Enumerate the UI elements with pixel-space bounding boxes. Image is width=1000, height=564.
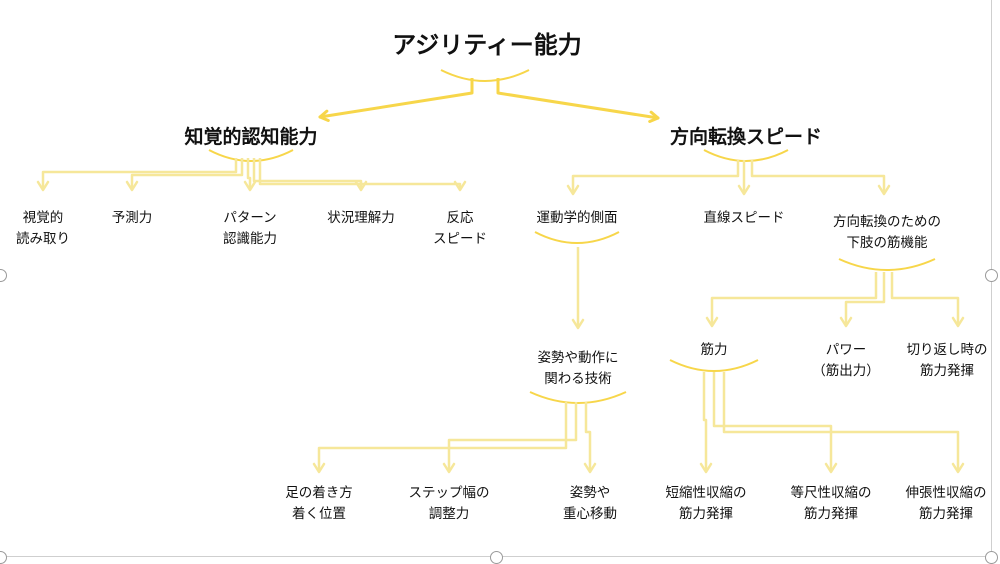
connector-strength-isometric-head <box>824 462 838 474</box>
connector-cognitive-2-head <box>243 180 257 192</box>
node-eccentric: 伸張性収縮の 筋力発揮 <box>905 485 987 522</box>
resize-handle-bottom-right[interactable] <box>985 551 998 564</box>
root-arc <box>440 69 530 82</box>
connector-strength-concentric-head <box>699 462 713 474</box>
node-visual-reading: 視覚的 読み取り <box>16 210 70 247</box>
node-power: パワー （筋出力） <box>812 342 880 379</box>
arrow-root-cognitive-head <box>318 109 330 122</box>
connector-cognitive-3 <box>252 158 363 190</box>
connector-cognitive-0 <box>41 158 238 190</box>
kinematic-arc <box>534 231 620 244</box>
connector-strength-eccentric-head <box>951 462 965 474</box>
node-technique: 姿勢や動作に 関わる技術 <box>537 350 619 387</box>
technique-arc <box>529 391 627 404</box>
connector-strength-eccentric <box>722 372 960 472</box>
arrow-root-direction <box>496 91 660 120</box>
connector-cognitive-2 <box>246 158 252 190</box>
node-situation-understanding: 状況理解力 <box>327 210 395 226</box>
connector-technique-foot <box>317 402 568 472</box>
connector-cognitive-4-head <box>453 180 467 192</box>
node-kinematic: 運動学的側面 <box>536 210 618 226</box>
connector-lowerlimb-strength-head <box>705 316 719 328</box>
connector-technique-step <box>447 402 578 472</box>
connector-strength-isometric <box>712 372 833 472</box>
connector-technique-step-head <box>442 462 456 474</box>
node-concentric: 短縮性収縮の 筋力発揮 <box>665 485 747 522</box>
connector-direction-lowerlimb <box>750 160 886 194</box>
connector-lowerlimb-power <box>844 272 886 326</box>
lowerlimb-arc <box>838 258 936 271</box>
connector-cognitive-1-head <box>125 180 139 192</box>
connector-direction-straight-head <box>737 184 751 196</box>
node-strength: 筋力 <box>700 342 728 358</box>
resize-handle-right[interactable] <box>985 269 998 282</box>
node-cognitive: 知覚的認知能力 <box>184 126 318 148</box>
connector-lowerlimb-strength <box>710 272 878 326</box>
node-step-width: ステップ幅の 調整力 <box>408 485 490 522</box>
connector-direction-kinematic-head <box>566 184 580 196</box>
connector-technique-foot-head <box>312 462 326 474</box>
connector-technique-posture <box>584 402 592 472</box>
node-reaction-speed: 反応 スピード <box>433 210 487 247</box>
node-pattern-recognition: パターン 認識能力 <box>223 210 277 247</box>
connector-direction-kinematic <box>571 160 740 194</box>
resize-handle-bottom[interactable] <box>490 551 503 564</box>
node-isometric: 等尺性収縮の 筋力発揮 <box>790 485 872 522</box>
connector-cognitive-0-head <box>36 180 50 192</box>
node-cutback: 切り返し時の 筋力発揮 <box>906 342 988 379</box>
arrow-root-cognitive <box>318 91 474 119</box>
connector-cognitive-1 <box>130 158 244 190</box>
connector-lowerlimb-cutback <box>890 272 960 326</box>
connector-strength-concentric <box>702 372 708 472</box>
direction-arc <box>703 149 789 162</box>
connector-technique-posture-head <box>583 462 597 474</box>
connector-direction-lowerlimb-head <box>877 184 891 196</box>
connector-lowerlimb-power-head <box>839 316 853 328</box>
arrow-root-direction-head <box>648 110 660 123</box>
connector-cognitive-4 <box>258 158 462 190</box>
node-direction-change: 方向転換スピード <box>669 126 823 148</box>
cognitive-arc <box>208 149 294 162</box>
node-foot-placement: 足の着き方 着く位置 <box>285 485 353 522</box>
strength-arc <box>669 359 759 372</box>
node-straight-speed: 直線スピード <box>703 210 785 226</box>
node-lower-limb: 方向転換のための 下肢の筋機能 <box>833 214 941 251</box>
connector-lowerlimb-cutback-head <box>951 316 965 328</box>
root-node: アジリティー能力 <box>392 31 582 59</box>
connector-kinematic-technique-head <box>571 318 585 330</box>
node-posture-center: 姿勢や 重心移動 <box>563 485 617 522</box>
node-prediction: 予測力 <box>111 210 153 226</box>
